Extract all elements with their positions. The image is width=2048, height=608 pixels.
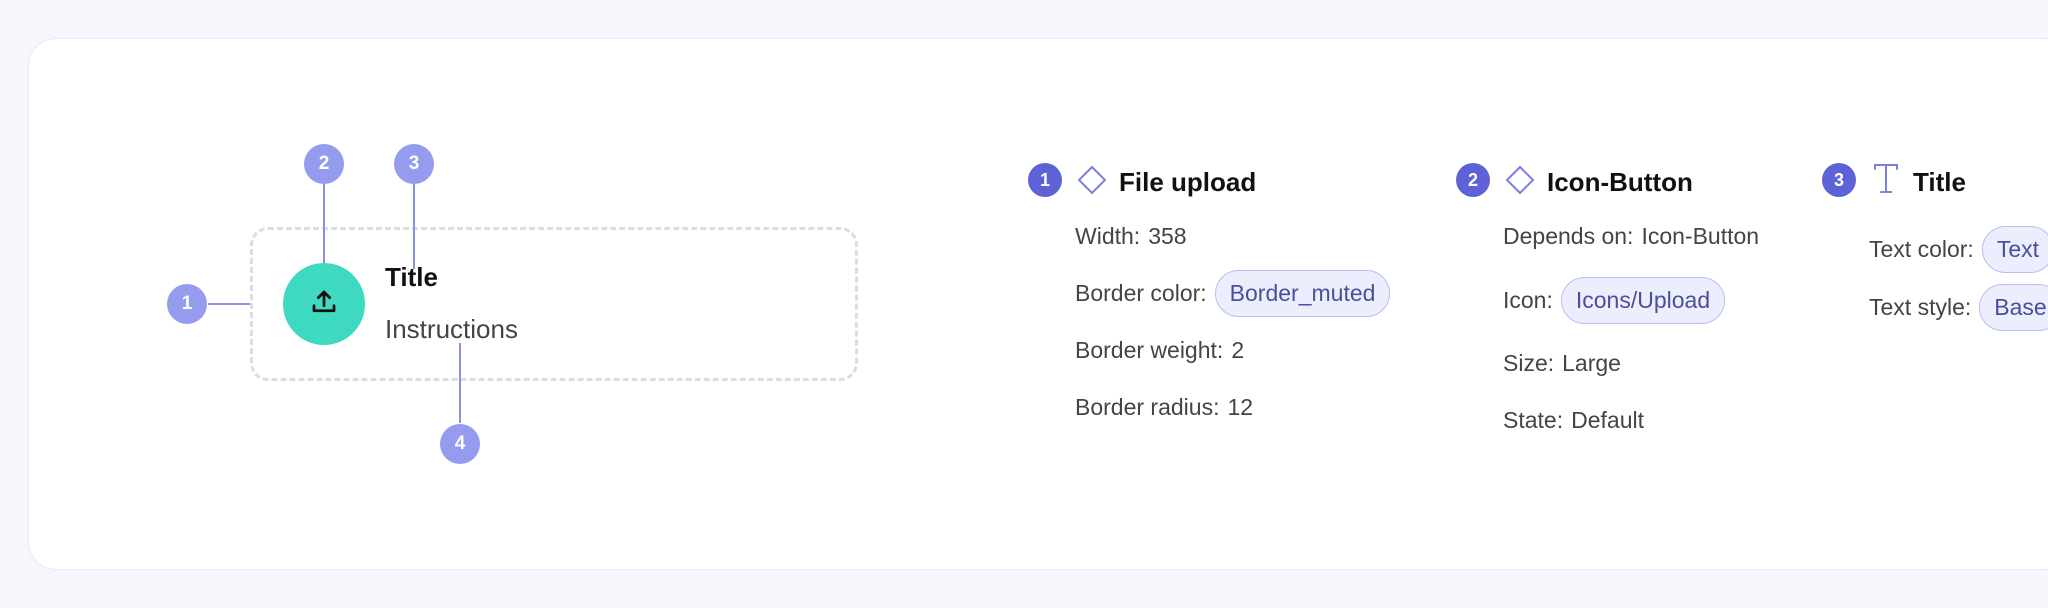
- section-2-title: Icon-Button: [1547, 167, 1693, 197]
- upload-icon: [309, 287, 339, 322]
- pin-3-connector: [413, 183, 415, 269]
- prop-text-color: Text color: Text: [1869, 226, 2048, 273]
- prop-key: Border color:: [1075, 280, 1207, 306]
- annotation-pin-1: 1: [167, 284, 207, 324]
- section-1-title: File upload: [1119, 167, 1257, 197]
- prop-border-color: Border color: Border_muted: [1075, 270, 1391, 317]
- prop-size: Size: Large: [1503, 350, 1621, 377]
- prop-text-style: Text style: Base: [1869, 284, 2048, 331]
- prop-value: 358: [1148, 223, 1187, 249]
- prop-width: Width: 358: [1075, 223, 1187, 250]
- prop-state: State: Default: [1503, 407, 1644, 434]
- prop-key: Border weight:: [1075, 337, 1224, 363]
- section-1-badge: 1: [1028, 163, 1062, 197]
- token-chip[interactable]: Border_muted: [1214, 270, 1391, 317]
- prop-key: State:: [1503, 407, 1564, 433]
- prop-value: Default: [1571, 407, 1644, 433]
- token-chip[interactable]: Base: [1979, 284, 2048, 331]
- prop-value: Large: [1562, 350, 1621, 376]
- section-3-title: Title: [1913, 167, 1966, 197]
- pin-1-connector: [208, 303, 250, 305]
- token-chip[interactable]: Text: [1981, 226, 2048, 273]
- prop-border-weight: Border weight: 2: [1075, 337, 1244, 364]
- section-2-badge: 2: [1456, 163, 1490, 197]
- token-chip[interactable]: Icons/Upload: [1560, 277, 1726, 324]
- annotation-pin-2: 2: [304, 144, 344, 184]
- prop-key: Size:: [1503, 350, 1555, 376]
- prop-depends-on: Depends on: Icon-Button: [1503, 223, 1759, 250]
- pin-2-connector: [323, 183, 325, 263]
- prop-key: Width:: [1075, 223, 1141, 249]
- prop-icon: Icon: Icons/Upload: [1503, 277, 1726, 324]
- upload-icon-button[interactable]: [283, 263, 365, 345]
- file-upload-preview: [250, 227, 858, 381]
- prop-key: Text style:: [1869, 294, 1972, 320]
- annotation-pin-4: 4: [440, 424, 480, 464]
- component-diamond-icon: [1076, 164, 1108, 196]
- preview-title: Title: [385, 262, 438, 292]
- component-diamond-icon: [1504, 164, 1536, 196]
- prop-value: 12: [1227, 394, 1254, 420]
- prop-border-radius: Border radius: 12: [1075, 394, 1253, 421]
- prop-key: Icon:: [1503, 287, 1553, 313]
- text-icon: [1870, 163, 1902, 195]
- section-3-badge: 3: [1822, 163, 1856, 197]
- preview-instructions: Instructions: [385, 314, 518, 344]
- annotation-pin-3: 3: [394, 144, 434, 184]
- prop-key: Border radius:: [1075, 394, 1220, 420]
- prop-key: Depends on:: [1503, 223, 1634, 249]
- prop-value: Icon-Button: [1641, 223, 1760, 249]
- pin-4-connector: [459, 343, 461, 423]
- prop-value: 2: [1231, 337, 1245, 363]
- prop-key: Text color:: [1869, 236, 1974, 262]
